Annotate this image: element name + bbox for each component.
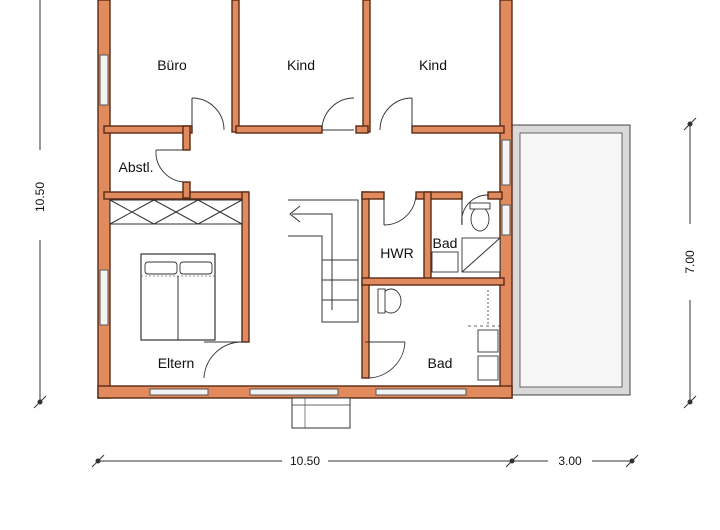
small-bath-fixtures [431,202,501,273]
dimension-left: 10.50 [33,0,47,409]
interior-walls [103,0,505,379]
windows [99,54,511,396]
room-label-hwr: HWR [380,245,413,261]
terrace [511,124,631,396]
dimension-bottom: 10.50 3.00 [91,454,639,468]
room-label-bad-small: Bad [433,235,458,251]
wardrobe [109,199,243,225]
entrance-step [291,397,351,429]
room-label-eltern: Eltern [158,355,195,371]
dimension-right-text: 7.00 [683,250,697,274]
room-label-kind-right: Kind [419,57,447,73]
window-bottom-3 [375,388,467,396]
window-buero [99,54,109,106]
window-bottom-2 [249,388,339,396]
room-label-kind-left: Kind [287,57,315,73]
room-labels: Büro Kind Kind Abstl. HWR Bad Eltern Bad [118,57,457,371]
large-bath-fixtures [377,288,500,381]
dimension-bottom-main-text: 10.50 [290,454,320,468]
room-label-buero: Büro [157,57,187,73]
room-label-abstell: Abstl. [118,159,153,175]
window-bottom-1 [149,388,209,396]
dimension-left-text: 10.50 [33,182,47,212]
window-bad [501,204,511,236]
room-label-bad-large: Bad [428,355,453,371]
window-hall [501,139,511,186]
window-eltern [99,269,109,326]
double-bed [140,253,216,341]
staircase [288,199,359,323]
dimension-right: 7.00 [683,117,697,409]
doors [155,97,489,379]
dimension-bottom-terrace-text: 3.00 [558,454,582,468]
